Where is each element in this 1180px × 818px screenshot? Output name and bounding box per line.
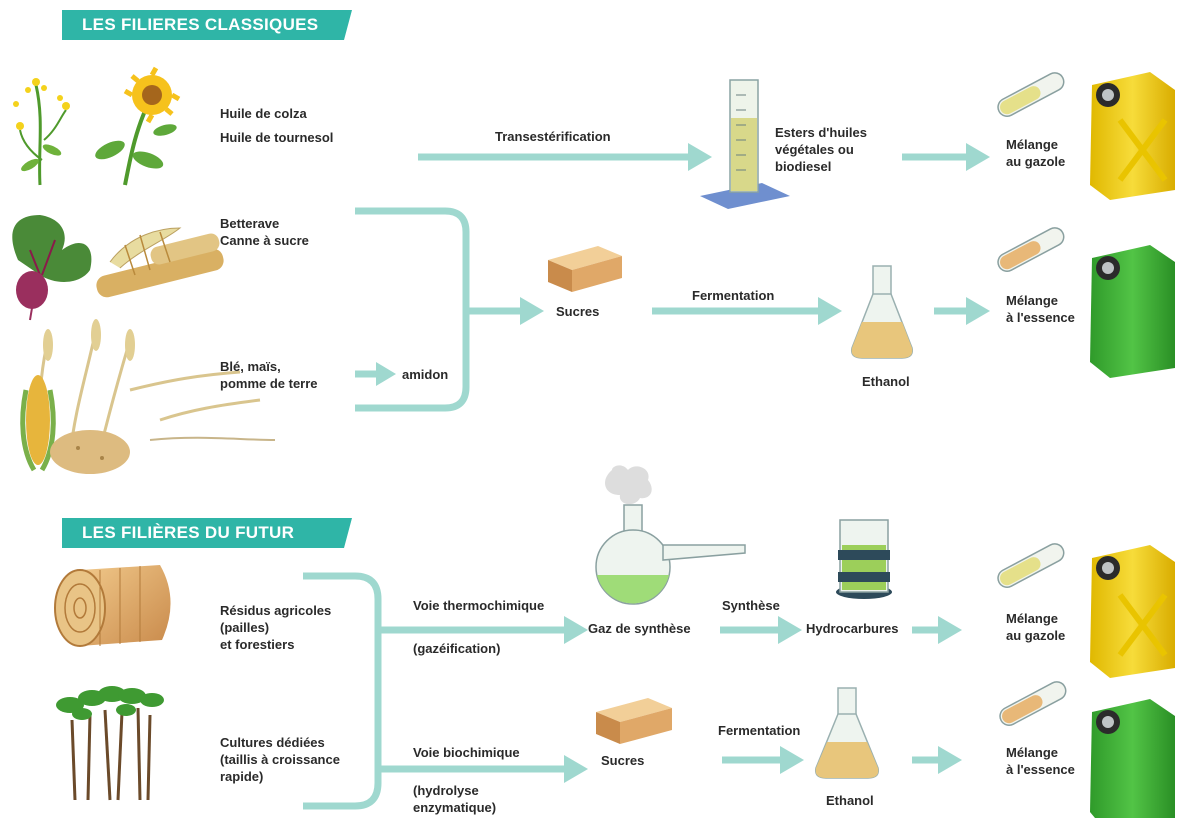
brick-sugar-future	[596, 698, 672, 744]
jerrycan-yellow-future	[1090, 545, 1175, 678]
label-petrol-mix-line1: Mélange	[1006, 293, 1059, 308]
test-tube-petrol-classic	[997, 227, 1065, 272]
bracket-future	[303, 572, 382, 810]
section-title-future: LES FILIÈRES DU FUTUR	[62, 518, 352, 548]
label-residues-line2: (pailles)	[220, 620, 270, 635]
section-title-classic: LES FILIERES CLASSIQUES	[62, 10, 352, 40]
label-fermentation-classic: Fermentation	[692, 288, 775, 303]
label-esters-line1: Esters d'huiles	[775, 125, 867, 140]
future-arrowheads	[564, 616, 962, 783]
label-diesel-mix2-line1: Mélange	[1006, 611, 1059, 626]
label-transesterification: Transestérification	[495, 129, 611, 144]
arrowhead-ferment	[818, 297, 842, 325]
label-gasification: (gazéification)	[413, 641, 501, 656]
rapeseed-plant	[13, 78, 70, 186]
arrowhead-hydro	[778, 616, 802, 644]
arrowhead-ferment2	[780, 746, 804, 774]
jerrycan-yellow-classic	[1090, 72, 1175, 200]
arrowhead-thermo	[564, 616, 588, 644]
gasification-flask-illustration	[595, 465, 746, 605]
label-esters-line2: végétales ou	[775, 142, 854, 157]
label-dedicated-crops: Cultures dédiées (taillis à croissance r…	[220, 734, 340, 785]
corn-cob	[26, 375, 50, 465]
label-hydrolysis-line2: enzymatique)	[413, 800, 497, 815]
label-beet: Betterave	[220, 216, 280, 231]
beet-sugarcane-illustration	[12, 215, 224, 321]
label-esters: Esters d'huiles végétales ou biodiesel	[775, 124, 867, 175]
label-diesel-mix-future: Mélange au gazole	[1006, 610, 1065, 644]
label-diesel-mix-line2: au gazole	[1006, 154, 1066, 169]
label-starch-crops: Blé, maïs, pomme de terre	[220, 358, 318, 392]
potato	[50, 430, 130, 474]
label-dedicated-line3: rapide)	[220, 769, 264, 784]
arrowhead-transest	[688, 143, 712, 171]
test-tube-petrol-future	[999, 681, 1067, 726]
label-sucres-classic: Sucres	[556, 304, 600, 319]
rapeseed-sunflower-illustration	[13, 66, 181, 186]
label-petrol-mix-line2: à l'essence	[1006, 310, 1075, 325]
label-hydrocarbons: Hydrocarbures	[806, 621, 899, 636]
label-residues-line3: et forestiers	[220, 637, 295, 652]
hydrocarbon-beaker-illustration	[836, 519, 892, 599]
sunflower-plant	[95, 66, 181, 186]
label-potato: pomme de terre	[220, 376, 318, 391]
label-dedicated-line2: (taillis à croissance	[220, 752, 340, 767]
label-sugar-crops: Betterave Canne à sucre	[220, 215, 309, 249]
arrowhead-ethanol2-mix	[938, 746, 962, 774]
label-petrol-mix-future: Mélange à l'essence	[1006, 744, 1075, 778]
label-thermo-route: Voie thermochimique	[413, 598, 545, 613]
arrowhead-bio	[564, 755, 588, 783]
label-petrol-mix2-line1: Mélange	[1006, 745, 1059, 760]
label-rapeseed-oil: Huile de colza	[220, 106, 307, 121]
label-petrol-mix2-line2: à l'essence	[1006, 762, 1075, 777]
label-sucres-future: Sucres	[601, 753, 645, 768]
label-amidon: amidon	[402, 367, 449, 382]
test-tube-diesel-future	[997, 543, 1065, 588]
arrowhead-esters-mix	[966, 143, 990, 171]
label-diesel-mix-classic: Mélange au gazole	[1006, 136, 1065, 170]
wheat-corn-potato-illustration	[20, 319, 276, 474]
label-wheat-corn: Blé, maïs,	[220, 359, 281, 374]
label-diesel-mix2-line2: au gazole	[1006, 628, 1066, 643]
flask-ethanol-future	[814, 687, 880, 779]
label-esters-line3: biodiesel	[775, 159, 832, 174]
label-ethanol-classic: Ethanol	[862, 374, 910, 389]
label-bio-route: Voie biochimique	[413, 745, 520, 760]
label-sugarcane: Canne à sucre	[220, 233, 309, 248]
test-tube-diesel-classic	[997, 72, 1065, 117]
arrowhead-sucres	[520, 297, 544, 325]
arrowhead-amidon	[376, 362, 396, 386]
label-petrol-mix-classic: Mélange à l'essence	[1006, 292, 1075, 326]
classic-arrowheads	[376, 143, 990, 386]
label-ethanol-future: Ethanol	[826, 793, 874, 808]
label-dedicated-line1: Cultures dédiées	[220, 735, 325, 750]
label-syngas: Gaz de synthèse	[588, 621, 691, 636]
coppice-trees-illustration	[56, 686, 164, 801]
arrowhead-ethanol-mix	[966, 297, 990, 325]
future-connectors	[303, 572, 940, 810]
arrowhead-hydro-mix	[938, 616, 962, 644]
jerrycan-green-classic	[1090, 245, 1175, 378]
sugarcane	[96, 227, 224, 298]
label-hydrolysis: (hydrolyse enzymatique)	[413, 782, 496, 816]
classic-connectors	[355, 153, 968, 412]
beet-root	[16, 271, 48, 309]
label-residues-line1: Résidus agricoles	[220, 603, 332, 618]
straw-bale-illustration	[54, 565, 171, 647]
label-synthesis: Synthèse	[722, 598, 780, 613]
flask-ethanol-classic	[850, 265, 914, 359]
label-oil-crops: Huile de colza Huile de tournesol	[220, 105, 333, 146]
graduated-cylinder-illustration	[700, 79, 790, 209]
label-residues: Résidus agricoles (pailles) et forestier…	[220, 602, 331, 653]
label-sunflower-oil: Huile de tournesol	[220, 130, 334, 145]
label-hydrolysis-line1: (hydrolyse	[413, 783, 479, 798]
label-fermentation-future: Fermentation	[718, 723, 801, 738]
jerrycan-green-future	[1090, 699, 1175, 818]
brick-sugar-classic	[548, 246, 622, 292]
label-diesel-mix-line1: Mélange	[1006, 137, 1059, 152]
